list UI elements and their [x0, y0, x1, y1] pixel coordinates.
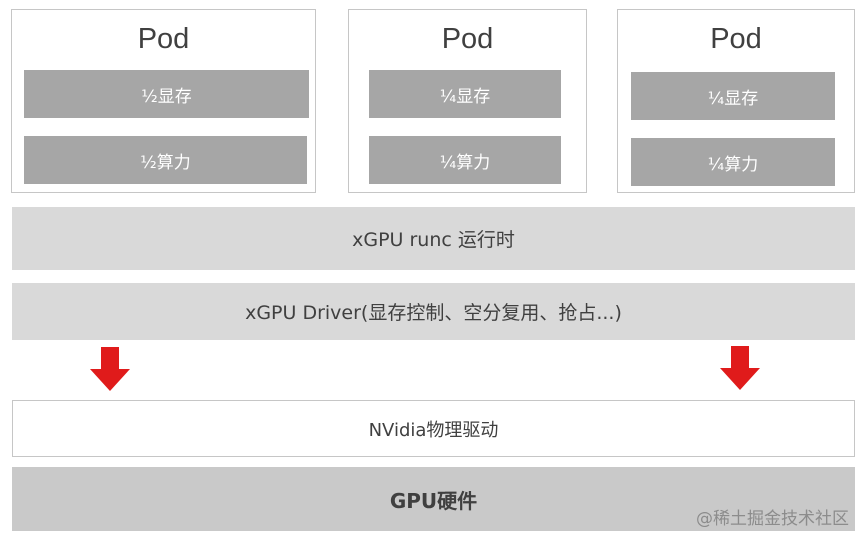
gpu-hardware-layer: GPU硬件: [12, 467, 855, 531]
pod-memory-block: ¼显存: [631, 72, 835, 120]
pod-compute-block: ¼算力: [369, 136, 561, 184]
pod-title: Pod: [137, 23, 190, 55]
pod-compute-block: ½算力: [24, 136, 307, 184]
down-arrow-icon: [720, 346, 760, 390]
arrow-shape: [90, 347, 130, 391]
pod-box-1: Pod ½显存 ½算力: [11, 9, 316, 193]
pod-compute-block: ¼算力: [631, 138, 835, 186]
pod-box-2: Pod ¼显存 ¼算力: [348, 9, 587, 193]
watermark-text: @稀土掘金技术社区: [696, 509, 849, 529]
pod-memory-block: ½显存: [24, 70, 309, 118]
xgpu-runc-layer: xGPU runc 运行时: [12, 207, 855, 270]
nvidia-driver-layer: NVidia物理驱动: [12, 400, 855, 457]
pod-memory-block: ¼显存: [369, 70, 561, 118]
arrow-shape: [720, 346, 760, 390]
xgpu-driver-layer: xGPU Driver(显存控制、空分复用、抢占...): [12, 283, 855, 340]
pod-box-3: Pod ¼显存 ¼算力: [617, 9, 855, 193]
pod-title: Pod: [710, 23, 762, 55]
pod-title: Pod: [441, 23, 494, 55]
down-arrow-icon: [90, 347, 130, 391]
